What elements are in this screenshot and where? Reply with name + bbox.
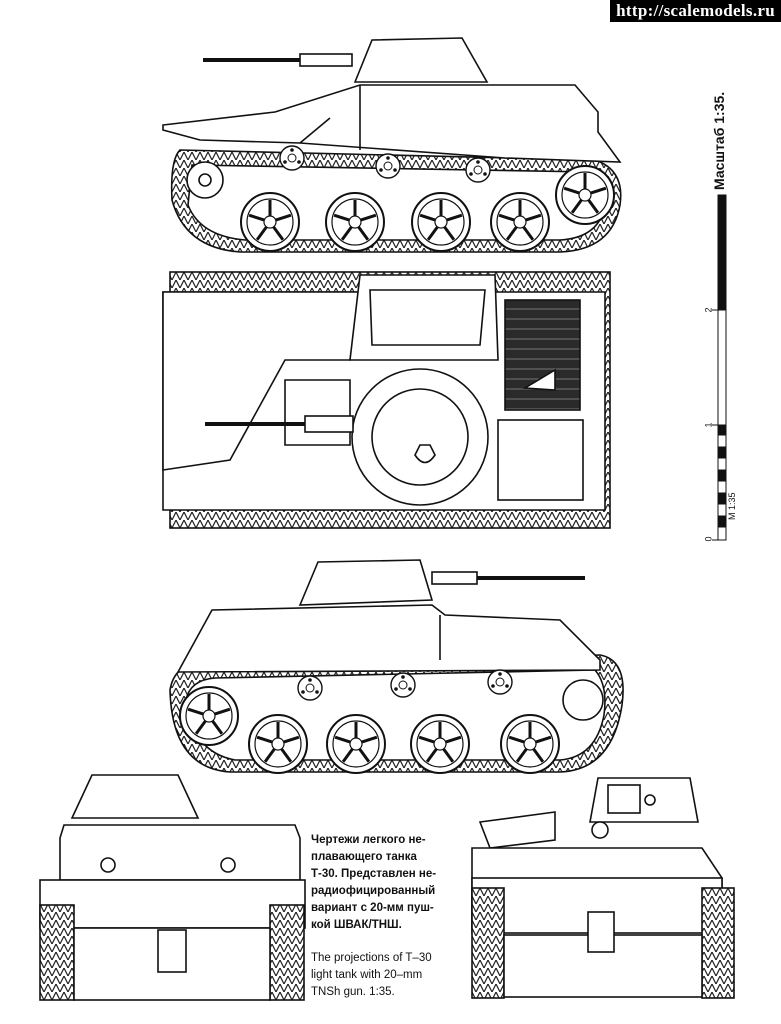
scale-tick-0: 0 (703, 536, 714, 542)
side-view-left (169, 559, 624, 775)
caption-english: The projections of T–30 light tank with … (311, 950, 446, 1001)
scale-tick-1: 1 (703, 422, 714, 428)
caption-en-line: The projections of T–30 (311, 952, 432, 964)
caption-en-line: TNSh gun. 1:35. (311, 986, 395, 998)
caption-russian: Чертежи легкого не- плавающего танка Т-3… (311, 832, 446, 934)
caption-ru-line: Чертежи легкого не- (311, 834, 426, 846)
scale-bar (712, 194, 727, 541)
scale-title-text: Масштаб 1:35. (711, 91, 727, 190)
caption-ru-line: Т-30. Представлен не- (311, 868, 437, 880)
caption-ru-line: плавающего танка (311, 851, 417, 863)
caption-en-line: light tank with 20–mm (311, 969, 423, 981)
caption-ru-line: кой ШВАК/ТНШ. (311, 919, 402, 931)
scale-tick-2: 2 (703, 307, 714, 313)
scale-ratio-label: M 1:35 (727, 492, 737, 520)
side-view-right (162, 37, 622, 253)
site-watermark: http://scalemodels.ru (610, 0, 781, 22)
front-view (39, 774, 306, 1001)
caption-ru-line: радиофицированный (311, 885, 436, 897)
top-plan-view (162, 271, 611, 529)
caption-ru-line: вариант с 20-мм пуш- (311, 902, 434, 914)
rear-view (471, 777, 735, 999)
